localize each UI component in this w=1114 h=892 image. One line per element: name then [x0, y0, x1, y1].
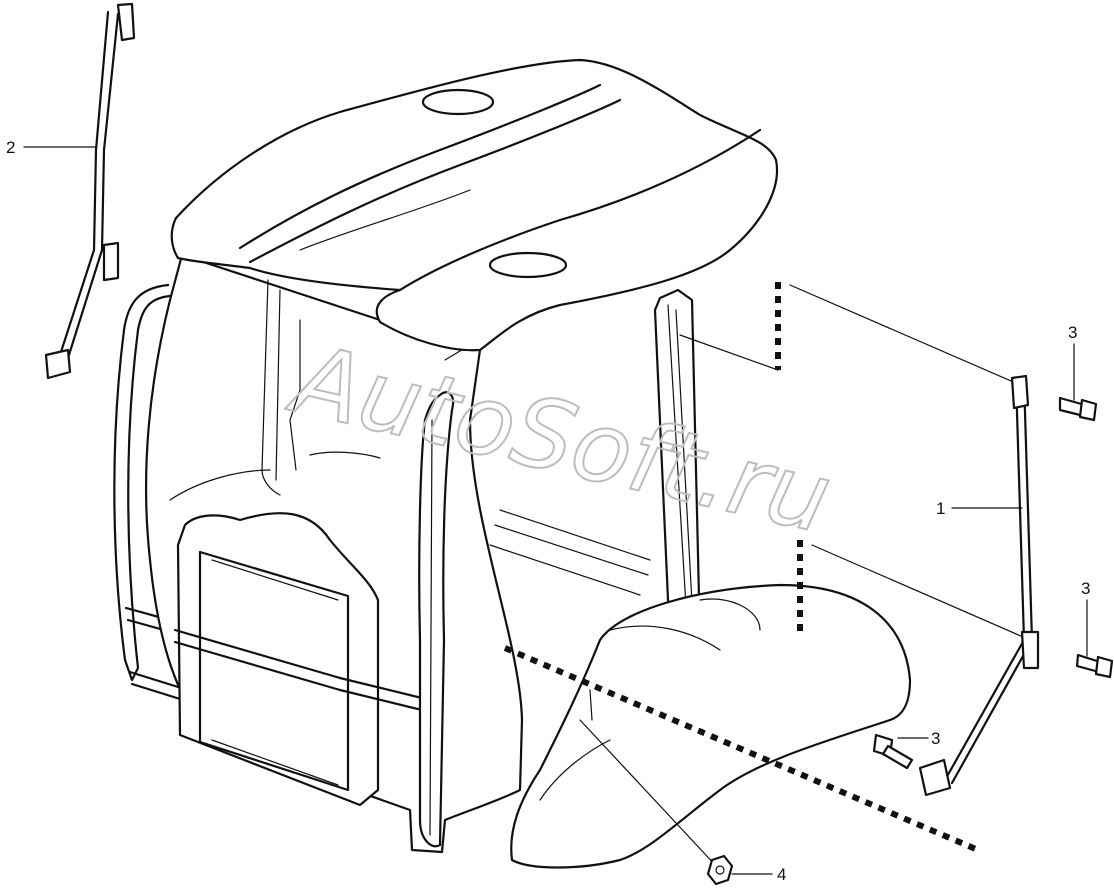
rod-bracket-bottom — [44, 348, 72, 380]
nut — [706, 854, 734, 886]
roof-hatch-rear — [488, 251, 568, 279]
callout-3-lower: 3 — [931, 729, 940, 748]
bolt-upper — [1058, 396, 1098, 422]
alignment-lines — [503, 282, 1031, 869]
rod-eye-bottom — [918, 758, 952, 797]
cab-assembly — [113, 58, 912, 869]
support-rod-left — [44, 2, 136, 380]
rod-eye-mid — [1020, 630, 1040, 670]
callout-leaders — [23, 146, 1088, 875]
left-side-rail — [113, 283, 172, 682]
front-right-pillar — [418, 391, 455, 848]
rod-bracket-top — [116, 2, 136, 42]
rod-eye-top — [1010, 374, 1030, 410]
rod-bracket-mid — [102, 241, 120, 282]
callout-1: 1 — [936, 499, 945, 518]
callout-2: 2 — [6, 138, 15, 157]
fender — [510, 583, 912, 869]
bolt-middle — [1075, 653, 1114, 679]
callout-3-upper: 3 — [1068, 323, 1077, 342]
roof-canopy — [170, 58, 779, 352]
bolt-lower — [872, 733, 914, 770]
support-rod-right — [918, 374, 1040, 797]
callout-3-middle: 3 — [1081, 579, 1090, 598]
callout-4: 4 — [777, 865, 786, 884]
roof-hatch-front — [421, 88, 495, 116]
